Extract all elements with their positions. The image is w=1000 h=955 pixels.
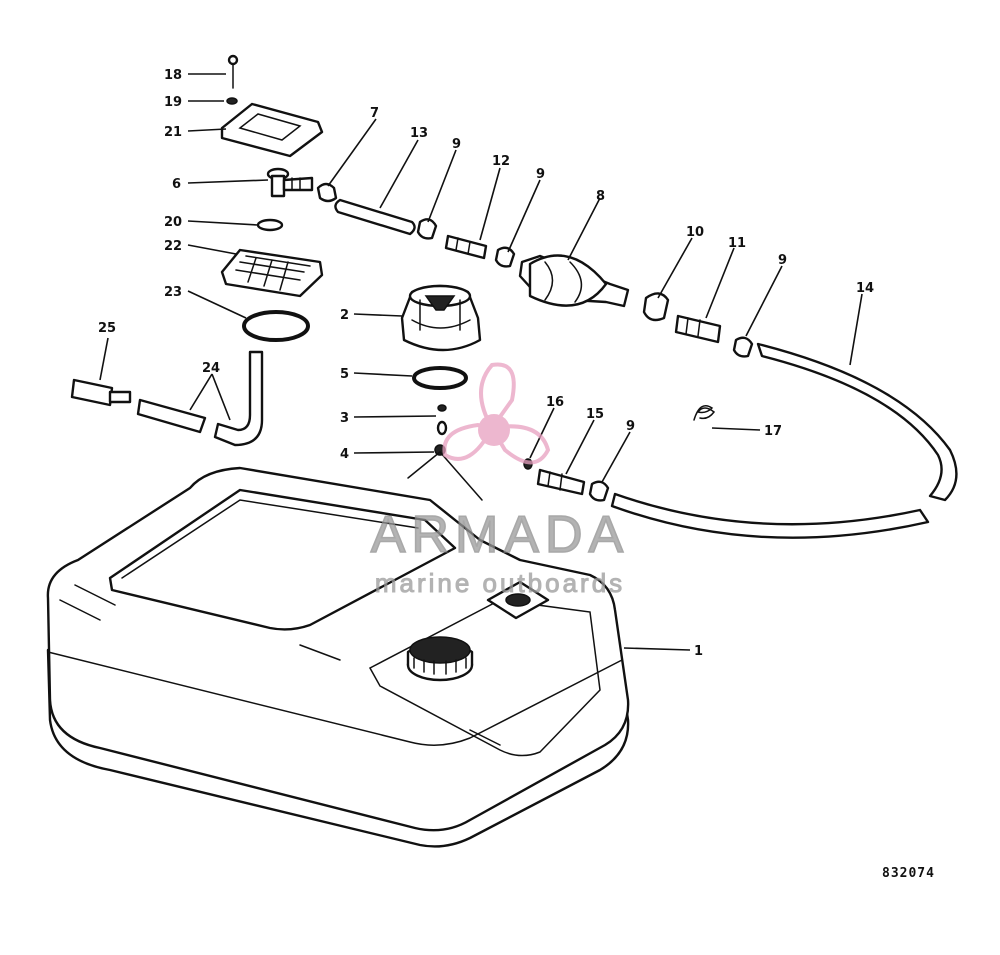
callout-7: 7 bbox=[370, 106, 379, 121]
callout-20: 20 bbox=[164, 215, 182, 230]
part-outlet-fitting bbox=[674, 314, 722, 344]
callout-24: 24 bbox=[202, 361, 220, 376]
callout-22: 22 bbox=[164, 239, 182, 254]
fuel-tank bbox=[46, 466, 630, 848]
part-hose-connector bbox=[444, 234, 488, 260]
part-small-gasket bbox=[256, 218, 284, 232]
part-check-valve bbox=[642, 292, 670, 322]
drawing-number: 832074 bbox=[882, 866, 935, 881]
callout-16: 16 bbox=[546, 395, 564, 410]
part-screw bbox=[227, 54, 239, 89]
callout-23: 23 bbox=[164, 285, 182, 300]
callout-9-c: 9 bbox=[778, 253, 787, 268]
part-cap-o-ring bbox=[412, 366, 468, 390]
callout-12: 12 bbox=[492, 154, 510, 169]
callout-18: 18 bbox=[164, 68, 182, 83]
callout-17: 17 bbox=[764, 424, 782, 439]
part-cap-retainer bbox=[407, 444, 483, 501]
leader-lines bbox=[99, 73, 863, 651]
callout-19: 19 bbox=[164, 95, 182, 110]
part-lockwasher bbox=[226, 97, 238, 105]
part-cover-plate bbox=[220, 102, 324, 158]
watermark-tagline: marine outboards bbox=[375, 568, 625, 598]
part-spring bbox=[693, 405, 716, 421]
callout-9-a: 9 bbox=[452, 137, 461, 152]
part-pickup-tube bbox=[213, 350, 264, 447]
callout-labels: 18 19 21 6 20 22 23 25 24 7 13 9 12 9 8 … bbox=[98, 68, 874, 659]
part-fuel-hose-long bbox=[756, 342, 958, 502]
part-pickup-filter bbox=[70, 378, 132, 407]
callout-15: 15 bbox=[586, 407, 604, 422]
propeller-logo-icon bbox=[442, 362, 551, 465]
callout-11: 11 bbox=[728, 236, 746, 251]
part-hose-clamp bbox=[416, 218, 438, 240]
callout-8: 8 bbox=[596, 189, 605, 204]
callout-6: 6 bbox=[172, 177, 181, 192]
callout-13: 13 bbox=[410, 126, 428, 141]
callout-9-b: 9 bbox=[536, 167, 545, 182]
part-tank-connector bbox=[536, 468, 586, 496]
part-pin bbox=[436, 404, 448, 436]
part-fuel-fitting bbox=[266, 167, 314, 198]
part-o-ring-large bbox=[242, 310, 310, 342]
part-filler-cap-housing bbox=[400, 284, 482, 352]
watermark-brand: ARMADA bbox=[371, 506, 629, 564]
part-clamp bbox=[316, 182, 338, 203]
callout-14: 14 bbox=[856, 281, 874, 296]
part-primer-bulb bbox=[518, 254, 630, 308]
callout-1: 1 bbox=[694, 644, 703, 659]
part-hose-clamp bbox=[588, 480, 610, 502]
callout-5: 5 bbox=[340, 367, 349, 382]
callout-4: 4 bbox=[340, 447, 349, 462]
watermark: ARMADA marine outboards bbox=[370, 362, 629, 599]
callout-10: 10 bbox=[686, 225, 704, 240]
part-hose-clamp bbox=[732, 336, 754, 358]
part-hose-clamp bbox=[494, 246, 516, 268]
part-fuel-hose-short bbox=[334, 198, 416, 236]
callout-9-d: 9 bbox=[626, 419, 635, 434]
callout-21: 21 bbox=[164, 125, 182, 140]
part-filter-screen bbox=[220, 248, 324, 298]
callout-25: 25 bbox=[98, 321, 116, 336]
callout-2: 2 bbox=[340, 308, 349, 323]
callout-3: 3 bbox=[340, 411, 349, 426]
